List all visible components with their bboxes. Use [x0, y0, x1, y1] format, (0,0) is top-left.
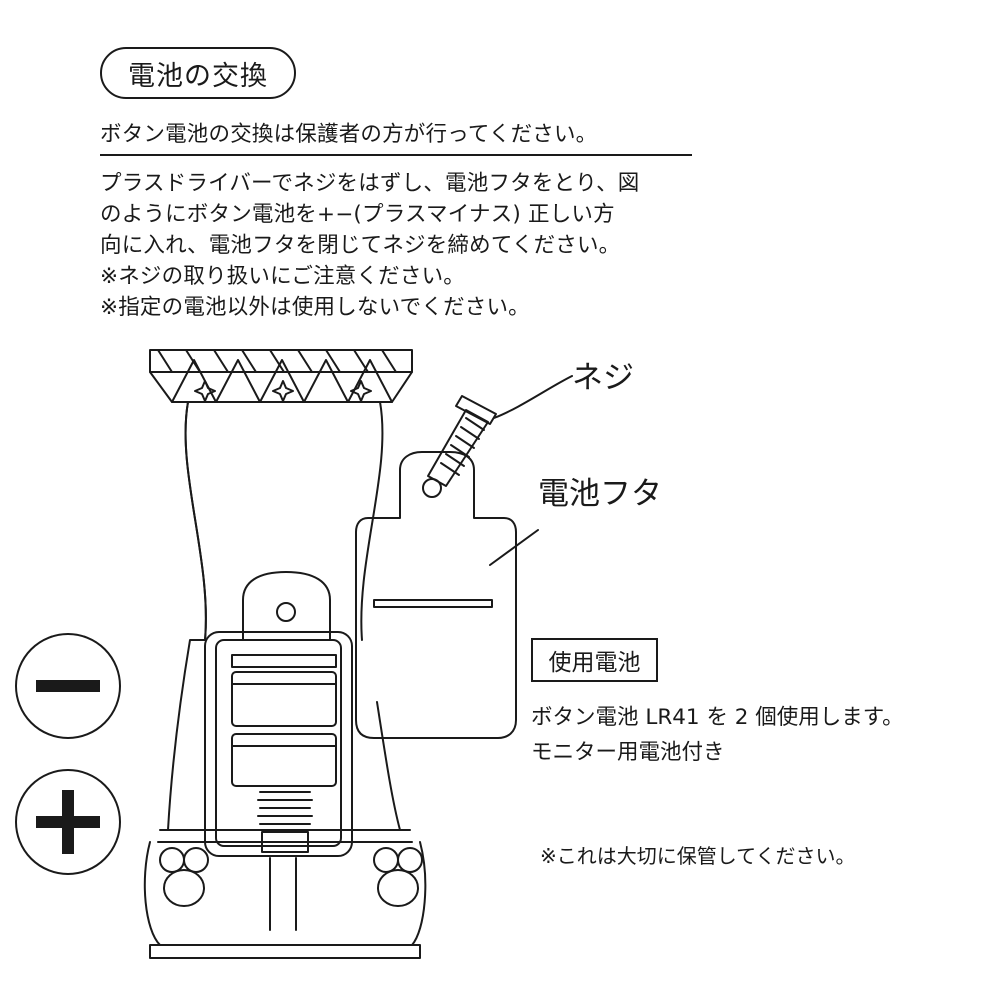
keep-note: ※これは大切に保管してください。: [540, 844, 856, 868]
battery-spec: ボタン電池 LR41 を 2 個使用します。: [531, 705, 904, 730]
caution-battery: ※指定の電池以外は使用しないでください。: [100, 295, 530, 320]
battery-cover: [355, 451, 517, 739]
decorative-crown: [149, 349, 413, 403]
toy-body-outline: [143, 401, 427, 959]
cover-label: 電池フタ: [538, 476, 662, 512]
plus-icon: [15, 769, 121, 875]
caution-screw: ※ネジの取り扱いにご注意ください。: [100, 264, 465, 289]
divider: [100, 154, 692, 156]
section-title: 電池の交換: [100, 47, 296, 99]
instruction-line-1: プラスドライバーでネジをはずし、電池フタをとり、図: [100, 171, 640, 196]
screw-drawing: [427, 395, 497, 487]
cover-leader-line: [489, 529, 539, 566]
battery-compartment: [204, 571, 353, 857]
minus-icon: [15, 633, 121, 739]
instruction-line-3: 向に入れ、電池フタを閉じてネジを締めてください。: [100, 233, 621, 258]
instruction-line-2: のようにボタン電池を+−(プラスマイナス) 正しい方: [100, 202, 615, 227]
screw-leader-line: [493, 375, 573, 419]
battery-heading: 使用電池: [531, 638, 658, 682]
guardian-notice: ボタン電池の交換は保護者の方が行ってください。: [100, 122, 598, 147]
screw-label: ネジ: [572, 360, 634, 396]
battery-included-note: モニター用電池付き: [531, 740, 725, 765]
